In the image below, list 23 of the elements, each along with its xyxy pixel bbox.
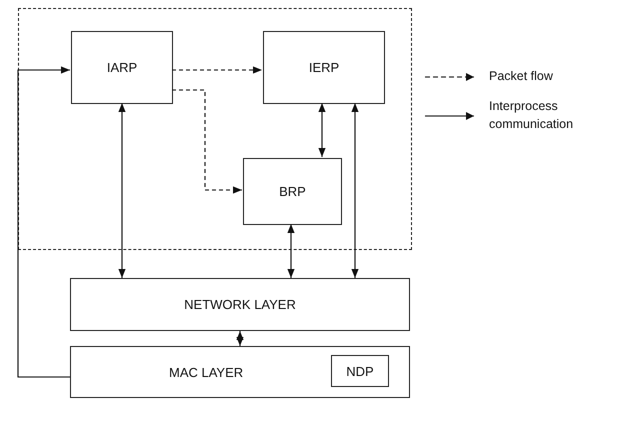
arrow: [318, 103, 326, 157]
layer-box: [70, 346, 410, 398]
legend-label: Packet flow: [489, 68, 554, 85]
arrow: [172, 89, 242, 194]
arrow: [17, 66, 70, 378]
arrow: [236, 331, 244, 346]
arrow: [351, 103, 359, 278]
legend-label: Interprocess communication: [489, 98, 574, 132]
arrow: [118, 103, 126, 278]
layer-box: [331, 355, 389, 387]
box-label: BRP: [279, 184, 306, 199]
box-label: NDP: [346, 364, 374, 378]
arrow: [172, 66, 262, 74]
box-label: NETWORK LAYER: [184, 297, 296, 312]
layer-box: [70, 278, 410, 331]
arrow: [287, 224, 295, 278]
box-label: IARP: [106, 60, 138, 75]
box-label: IERP: [308, 60, 340, 75]
layer-box: [263, 31, 385, 104]
box-label: MAC LAYER: [169, 364, 244, 380]
layer-box: [243, 158, 342, 225]
layer-box: [71, 31, 173, 104]
dashed-group-box: [18, 8, 412, 250]
